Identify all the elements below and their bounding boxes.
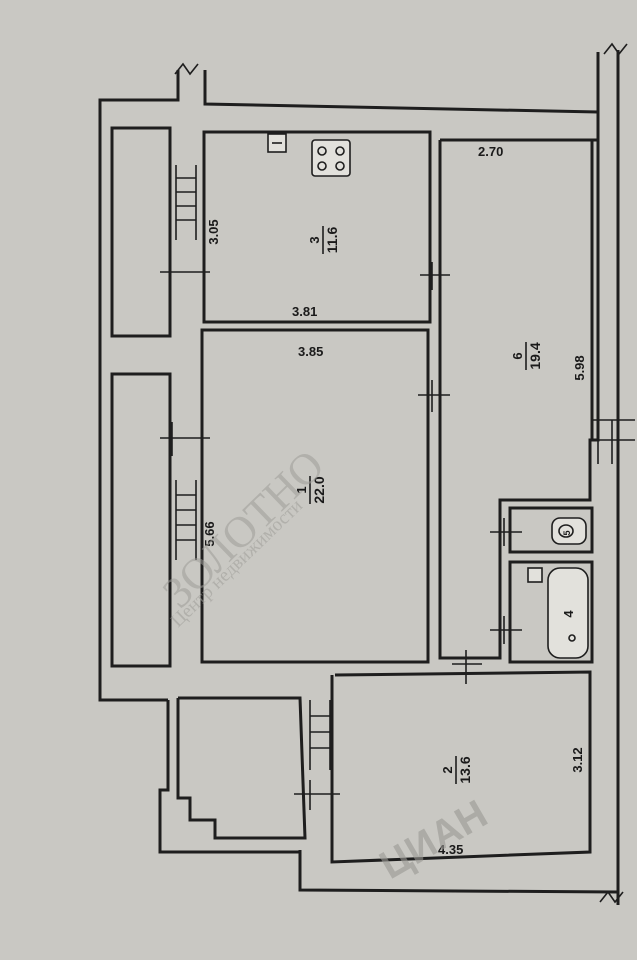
window-bedroom [294,700,340,810]
wall-break-mark [174,62,199,76]
dim-5-66: 5.66 [202,521,217,546]
room-number: 1 [294,486,309,493]
room-number: 4 [561,610,576,618]
room-bedroom [330,670,592,864]
room-area: 19.4 [527,342,543,369]
dim-2-70: 2.70 [478,144,503,159]
room-area: 13.6 [457,756,473,783]
room-wc [508,506,594,554]
dim-3-85: 3.85 [298,344,323,359]
label-kitchen: 3 11.6 [307,226,340,254]
bathtub-icon [527,567,589,659]
room-bath [508,560,594,664]
room-6 [438,138,600,660]
room-area: 11.6 [324,227,340,254]
room-number: 2 [440,766,455,773]
label-living: 1 22.0 [294,476,327,504]
label-wc: 5 [562,530,572,535]
door-marks [418,262,522,684]
toilet-icon [551,517,587,545]
window-room6 [592,419,635,464]
label-room6: 6 19.4 [510,342,543,370]
wall-break-mark [599,890,624,904]
balcony-bottom [176,696,307,840]
outer-wall-bottom [298,850,619,894]
label-bedroom: 2 13.6 [440,756,473,784]
window-kitchen [160,165,210,290]
stove-icon [311,139,351,177]
watermark-portal: ЦИАН [373,792,495,888]
dim-3-05: 3.05 [206,219,221,244]
loggia-lower [110,372,172,668]
wall-break-mark [603,42,628,56]
label-bath: 4 [561,610,576,618]
room-living [200,328,430,664]
window-living [160,422,210,560]
dim-3-81: 3.81 [292,304,317,319]
outer-wall-balcony [158,700,300,854]
room-number: 5 [562,530,572,535]
watermark-agency: ЗОЛОТНО [153,440,334,617]
loggia-upper [110,126,172,338]
dim-3-12: 3.12 [570,747,585,772]
outer-wall-top-right [203,70,599,114]
room-area: 22.0 [311,476,327,503]
dim-5-98: 5.98 [572,355,587,380]
outer-wall-top [98,70,180,702]
dim-4-35: 4.35 [438,842,463,857]
sink-icon [267,133,287,153]
room-kitchen [202,130,432,324]
room-number: 3 [307,236,322,243]
room-number: 6 [510,352,525,359]
